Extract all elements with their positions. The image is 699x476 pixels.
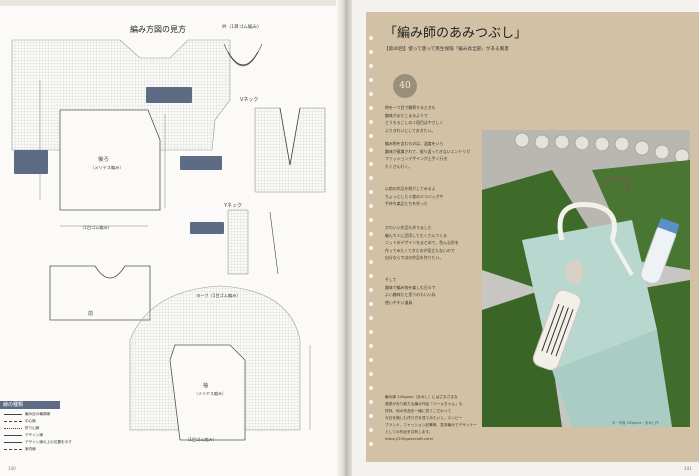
back-stitch-label: （メリヤス編み） bbox=[90, 165, 124, 170]
sleeve-label: 袖 bbox=[203, 383, 209, 389]
page-number-left: 140 bbox=[8, 466, 16, 471]
book-gutter bbox=[336, 0, 354, 476]
photo-credit: 手・写真 205gone・あみし作 bbox=[612, 421, 659, 425]
v-neck-chart bbox=[254, 107, 326, 193]
body-paragraph-4: かわいい作品も作りました編んで人に活用してたくさんつくる ニットのデザインをまと… bbox=[385, 225, 459, 261]
legend-item: デザイン線 bbox=[4, 433, 43, 438]
front-chart bbox=[49, 265, 151, 321]
rib-label: （1目ゴム編み） bbox=[80, 225, 112, 230]
body-paragraph-5: そして趣味で編み物を楽しむ日々で よい趣味だと思うのもいいね使いやすい道具 bbox=[385, 277, 436, 305]
diagram-guide-title: 編み方図の見方 bbox=[130, 25, 186, 34]
back-piece-label: 後ろ bbox=[98, 157, 110, 163]
legend-item: 編み目の輪郭線 bbox=[4, 412, 50, 417]
body-paragraph-2: 編み物を含むものは、温度をいら趣味が意識されて、振り返ってきないエンドリガ ファ… bbox=[385, 141, 470, 169]
y-neck-label: Yネック bbox=[224, 203, 243, 209]
photo-illustration bbox=[482, 130, 690, 427]
front-piece-label: 前 bbox=[88, 311, 94, 317]
legend-item: 案内線 bbox=[4, 447, 36, 452]
body-paragraph-3: 以前の作品を紹介してみるよちょっとした２枚のエコバッグや 手持ち楽品たちを作った bbox=[385, 186, 444, 207]
column-title: 「編み師のあみつぶし」 bbox=[384, 26, 528, 41]
column-subtitle: 【第40回】使って使って民生保険「編み具全部」がある風景 bbox=[384, 47, 509, 52]
binder-holes bbox=[368, 36, 375, 456]
callout-bubble bbox=[14, 150, 48, 174]
callout-bubble bbox=[180, 156, 222, 170]
callout-bubble bbox=[146, 87, 192, 103]
knitting-photo bbox=[482, 130, 690, 427]
body-paragraph-1: 時を一つ目で観察するときも趣味がまたこまるようで とうもろこしの１段目はやさしく… bbox=[385, 105, 444, 133]
left-page-knitting-diagram: 編み方図の見方 衿（1目ゴム編み） Vネック Yネック 後ろ （メリヤス編み） … bbox=[0, 0, 343, 476]
author-profile: 編み師 205gone（あみし）にはさまざまな 発表があり新たな編み作品「ペール… bbox=[385, 395, 477, 441]
sleeve-stitch-label: （メリヤス編み） bbox=[194, 391, 226, 396]
legend-title: 線の種類 bbox=[0, 401, 60, 409]
callout-bubble bbox=[190, 222, 224, 234]
v-neck-label: Vネック bbox=[240, 97, 259, 103]
collar-chart bbox=[227, 51, 259, 66]
issue-badge: 40 bbox=[393, 74, 417, 98]
yoke-label: ヨーク（1目ゴム編み） bbox=[196, 293, 241, 298]
back-chart bbox=[59, 109, 161, 211]
knitting-charts-svg bbox=[0, 0, 343, 441]
page-number-right: 141 bbox=[684, 466, 692, 471]
legend-item: 折り山線 bbox=[4, 426, 39, 431]
collar-label: 衿（1目ゴム編み） bbox=[222, 25, 262, 30]
y-neck-chart bbox=[227, 209, 249, 275]
legend-item: 中心線 bbox=[4, 419, 36, 424]
legend-item: デザイン線の上の位置を示す bbox=[4, 440, 72, 445]
sleeve-rib-label: （1目ゴム編み） bbox=[185, 437, 217, 442]
sleeve-chart bbox=[169, 344, 246, 441]
